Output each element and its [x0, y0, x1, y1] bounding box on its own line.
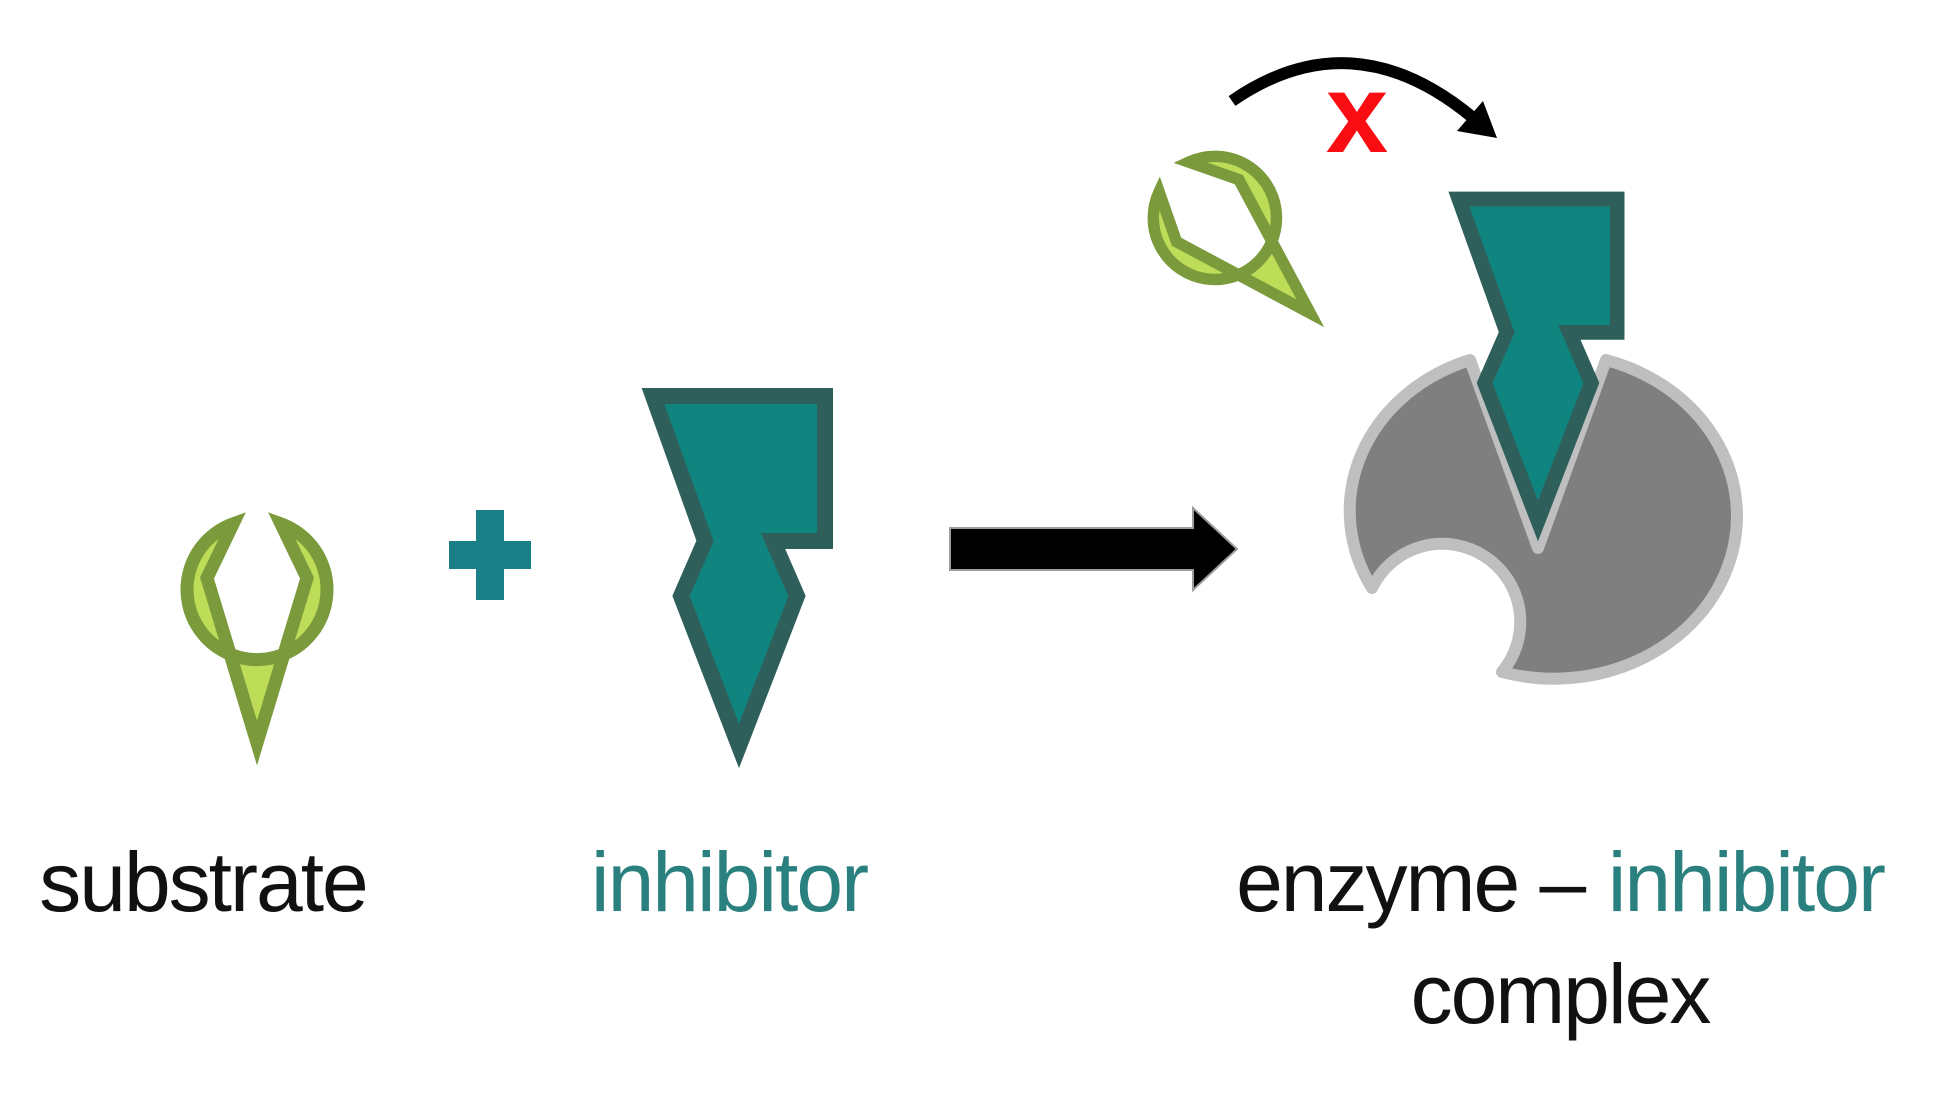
inhibitor-shape	[653, 396, 825, 746]
blocked-x-marker: x	[1326, 51, 1388, 176]
curved-arrow-icon	[1228, 57, 1497, 138]
product-label-enzyme-word: enzyme –	[1236, 835, 1586, 929]
enzyme-shape	[1343, 354, 1744, 685]
inhibitor-label: inhibitor	[590, 835, 869, 929]
substrate-shape	[187, 524, 327, 743]
substrate-label: substrate	[39, 835, 369, 929]
plus-icon	[449, 510, 531, 600]
blocked-substrate-shape	[1130, 133, 1354, 357]
product-label-line2: complex	[1410, 947, 1712, 1041]
reaction-arrow-icon	[949, 505, 1239, 593]
product-label-inhibitor-word: inhibitor	[1607, 835, 1886, 929]
product-label-line1: enzyme –inhibitor	[1210, 826, 1910, 938]
product-label: enzyme –inhibitor complex	[1210, 826, 1910, 1050]
